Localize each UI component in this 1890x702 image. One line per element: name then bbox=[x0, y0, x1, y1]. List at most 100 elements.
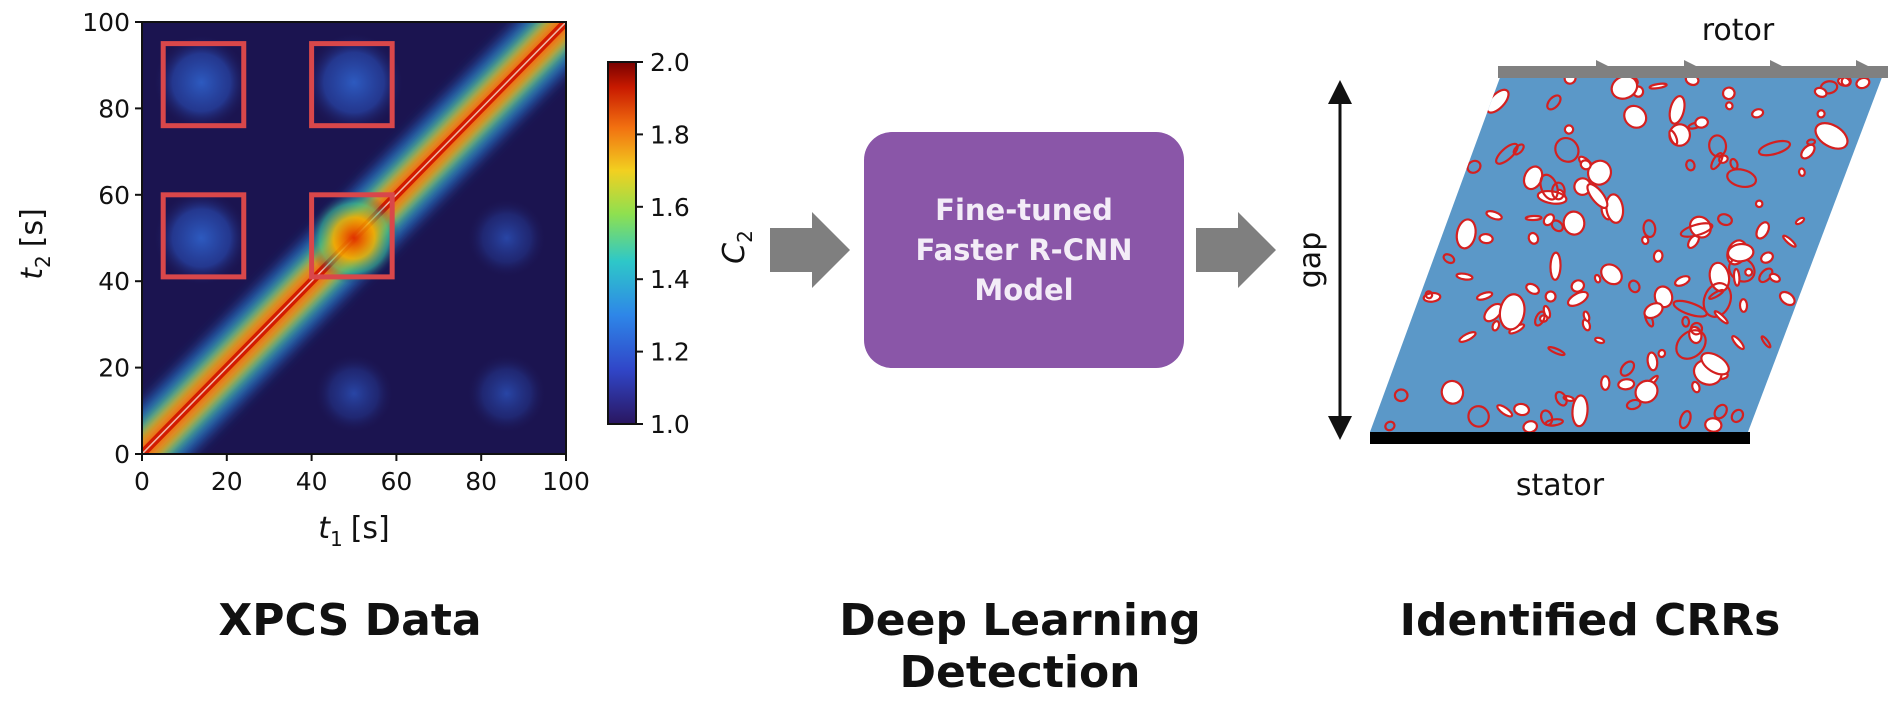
crr-region bbox=[1800, 143, 1816, 160]
crr-region bbox=[1713, 403, 1728, 420]
crr-region bbox=[1549, 251, 1562, 281]
y-axis-label: t2[s] bbox=[15, 208, 55, 280]
crr-region bbox=[1544, 290, 1557, 303]
highlight-box bbox=[309, 192, 395, 280]
crr-region bbox=[1466, 159, 1482, 174]
caption-middle-line-1: Deep Learning bbox=[839, 595, 1201, 646]
colorbar-tick-label: 1.4 bbox=[650, 265, 690, 294]
crr-region bbox=[1562, 210, 1586, 236]
rotor-label: rotor bbox=[1702, 13, 1775, 48]
crr-region bbox=[1678, 410, 1692, 430]
crr-region bbox=[1641, 235, 1650, 246]
crr-region bbox=[1571, 394, 1589, 428]
stator-label: stator bbox=[1516, 468, 1605, 503]
rotor-bar bbox=[1498, 60, 1888, 78]
x-tick-label: 0 bbox=[134, 467, 150, 496]
crr-region bbox=[1681, 315, 1691, 328]
model-line-3: Model bbox=[974, 273, 1074, 307]
crr-region bbox=[1673, 275, 1691, 287]
diagonal-hotspot bbox=[308, 192, 400, 284]
crr-region bbox=[1768, 272, 1781, 283]
crr-region bbox=[1760, 251, 1774, 264]
crr-region bbox=[1440, 379, 1465, 405]
y-tick-label: 80 bbox=[98, 94, 130, 123]
crr-region bbox=[1814, 122, 1849, 150]
x-tick-label: 80 bbox=[465, 467, 497, 496]
x-tick-label: 40 bbox=[296, 467, 328, 496]
rotor-direction-arrow bbox=[1684, 60, 1700, 76]
crr-region bbox=[1744, 267, 1754, 277]
crr-region bbox=[1458, 331, 1477, 343]
crr-region bbox=[1547, 346, 1566, 357]
crr-region bbox=[1755, 221, 1771, 240]
offdiag-blob bbox=[153, 34, 250, 131]
crr-region bbox=[1600, 263, 1623, 286]
sheared-domain bbox=[1370, 72, 1884, 432]
offdiag-blob bbox=[153, 190, 250, 286]
y-tick-label: 60 bbox=[98, 181, 130, 210]
colorbar-tick-label: 2.0 bbox=[650, 48, 690, 77]
rotor-direction-arrow bbox=[1596, 60, 1612, 76]
crr-region bbox=[1751, 108, 1765, 119]
caption-middle-line-2: Detection bbox=[899, 647, 1141, 698]
crr-region bbox=[1754, 199, 1764, 209]
y-tick-label: 20 bbox=[98, 354, 130, 383]
crr-region bbox=[1485, 209, 1503, 221]
crr-region bbox=[1648, 82, 1668, 90]
crr-region bbox=[1724, 101, 1734, 111]
offdiag-blob bbox=[314, 353, 394, 434]
crr-region bbox=[1760, 335, 1772, 349]
model-line-2: Faster R-CNN bbox=[915, 233, 1133, 267]
crr-region bbox=[1455, 272, 1474, 281]
crr-region bbox=[1642, 219, 1657, 239]
colorbar-tick-label: 1.0 bbox=[650, 410, 690, 439]
shear-cell bbox=[1328, 60, 1888, 444]
colorbar-tick-label: 1.2 bbox=[650, 338, 690, 367]
crr-region bbox=[1679, 222, 1714, 238]
crr-region bbox=[1554, 390, 1568, 407]
crr-region bbox=[1730, 408, 1745, 424]
arrow-to-crrs bbox=[1196, 212, 1276, 288]
crr-region bbox=[1717, 213, 1733, 227]
crr-region bbox=[1710, 152, 1724, 171]
crr-region bbox=[1721, 86, 1736, 101]
offdiag-blob bbox=[304, 32, 404, 133]
crr-region bbox=[1675, 329, 1707, 360]
heatmap-frame bbox=[141, 21, 567, 455]
crr-region bbox=[1782, 234, 1797, 248]
crr-region bbox=[1713, 310, 1729, 325]
crr-region bbox=[1794, 216, 1806, 226]
crr-region bbox=[1757, 139, 1792, 157]
crr-region bbox=[1424, 290, 1434, 300]
crr-region bbox=[1704, 417, 1723, 432]
crr-region bbox=[1455, 218, 1477, 250]
crr-region bbox=[1691, 380, 1701, 394]
crr-region bbox=[1726, 168, 1758, 189]
crr-region bbox=[1689, 321, 1704, 336]
colorbar-label: C2 bbox=[717, 230, 757, 264]
x-tick-label: 60 bbox=[380, 467, 412, 496]
offdiag-blob bbox=[466, 198, 547, 278]
crr-region bbox=[1617, 378, 1636, 391]
crr-region bbox=[1668, 95, 1686, 125]
crr-region bbox=[1539, 173, 1559, 201]
crr-region bbox=[1524, 214, 1543, 222]
crr-region bbox=[1668, 129, 1679, 146]
crr-region bbox=[1672, 299, 1708, 318]
arrow-to-model bbox=[770, 212, 850, 288]
crr-regions bbox=[1384, 72, 1871, 432]
crr-region bbox=[1527, 231, 1540, 245]
crr-region bbox=[1525, 282, 1541, 296]
crr-region bbox=[1731, 335, 1745, 351]
crr-region bbox=[1442, 253, 1456, 265]
crr-region bbox=[1495, 142, 1519, 165]
crr-region bbox=[1652, 249, 1664, 263]
crr-region bbox=[1646, 351, 1659, 372]
crr-region bbox=[1732, 267, 1741, 287]
rotor-direction-arrow bbox=[1770, 60, 1786, 76]
crr-region bbox=[1582, 310, 1591, 323]
crr-region bbox=[1539, 409, 1554, 427]
